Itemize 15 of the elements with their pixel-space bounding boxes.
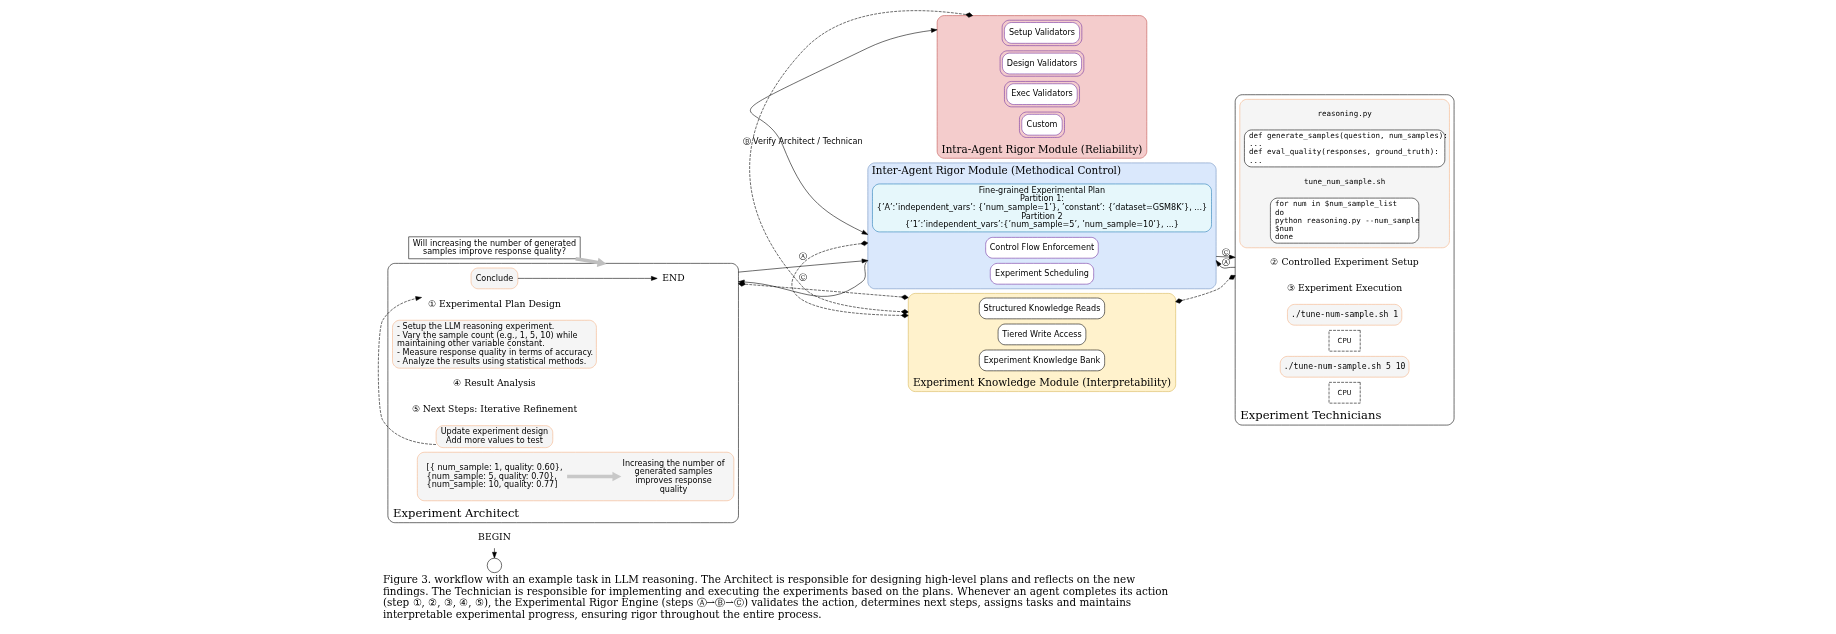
caption: Figure 3. workflow with an example task in LLM reasoning. The Architect is responsible for designing high-level plans and reflects on the new findings. The Technician is responsible for implementing and executing the experiments based on the plans. Whenever an agent completes its action (step ①, ②, ③, ④, ⑤), the Experimental Rigor Engine (steps Ⓐ⇀Ⓑ⇀Ⓒ) validates the action, determines next steps, assigns tasks and maintains interpretable experimental progress, ensuring rigor throughout the entire process. (382, 573, 1168, 620)
edge-label: Ⓐ (1221, 257, 1230, 268)
edge-label: Ⓒ (798, 271, 807, 282)
node-text: Increasing the number of generated samples improves response quality (622, 457, 724, 494)
node-text: END (661, 271, 685, 283)
edge-label: Ⓑ Verify Architect / Technican (742, 135, 863, 146)
node-text: ⑤ Next Steps: Iterative Refinement (411, 403, 577, 415)
edge-label: Ⓒ (1221, 246, 1230, 257)
node-text: BEGIN (477, 530, 511, 542)
node-text: [{ num_sample: 1, quality: 0.60}, {num_sample: 5, quality: 0.70}, {num_sample: 10, quality: 0.77] (426, 461, 563, 490)
node-text: ③ Experiment Execution (1286, 281, 1402, 293)
edge-label: Ⓐ (798, 251, 807, 262)
node-text: ① Experimental Plan Design (427, 297, 561, 309)
node-text: ④ Result Analysis (452, 377, 536, 389)
node-text: ② Controlled Experiment Setup (1269, 255, 1419, 267)
